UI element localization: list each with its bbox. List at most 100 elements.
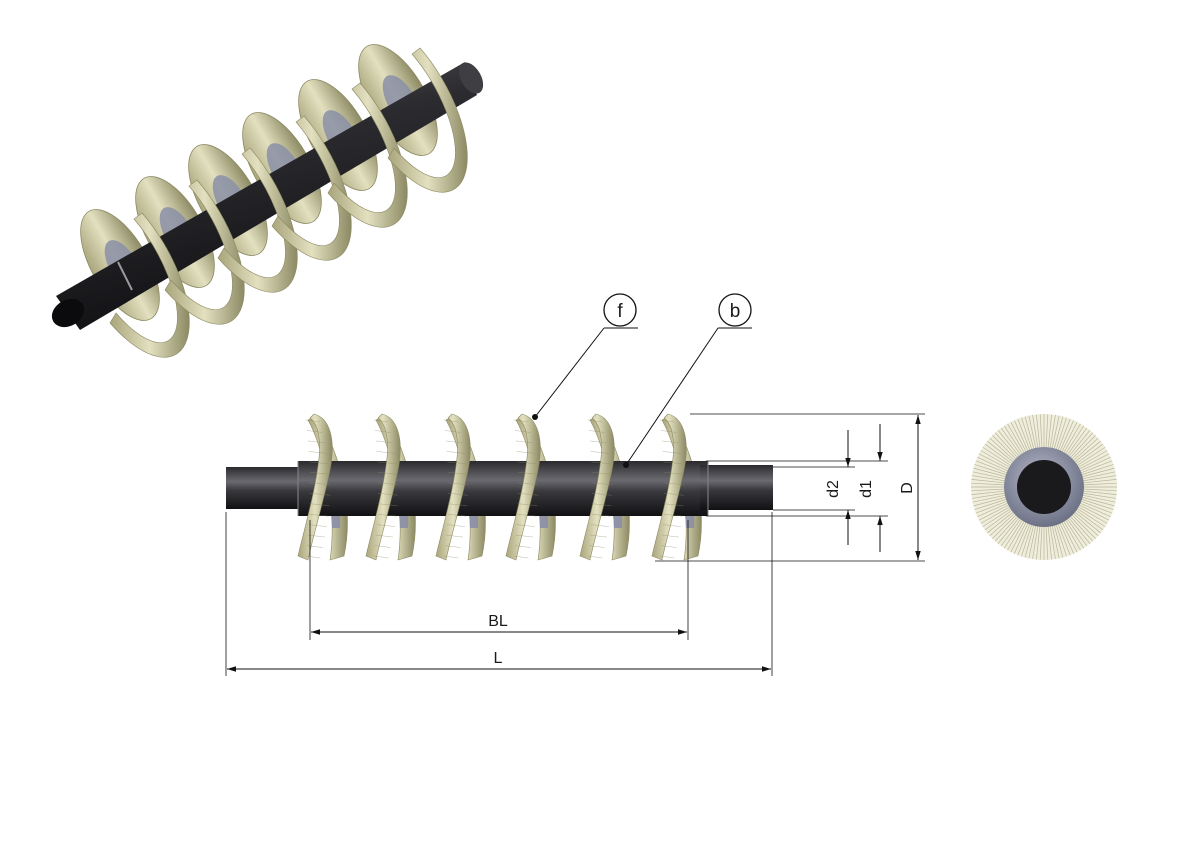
flight-hatch <box>517 461 537 465</box>
end-spoke <box>989 437 1015 461</box>
flight-hatch <box>447 482 468 486</box>
end-spoke <box>1003 520 1023 549</box>
flight-hatch <box>513 419 529 423</box>
end-spoke <box>982 508 1011 528</box>
end-spoke <box>1081 501 1113 514</box>
end-spoke <box>1017 418 1030 450</box>
end-spoke <box>971 488 1005 492</box>
flight-hatch <box>591 461 611 465</box>
end-spoke <box>1021 524 1032 557</box>
end-spoke <box>1083 488 1117 492</box>
end-spoke <box>1010 421 1027 452</box>
end-spoke <box>977 502 1008 518</box>
flight-hatch <box>589 440 607 444</box>
flight-hatch <box>376 451 395 454</box>
isometric-shaft <box>56 62 477 330</box>
flight-hatch <box>306 430 323 433</box>
end-spoke <box>1072 435 1096 459</box>
isometric-view <box>51 44 484 358</box>
flight-hatch <box>515 545 531 548</box>
end-spoke <box>978 453 1009 470</box>
flight-hatch <box>446 451 465 454</box>
end-spoke <box>1070 516 1094 542</box>
dimension-d: D <box>655 413 925 562</box>
end-spoke <box>1073 513 1099 537</box>
flight-hatch <box>589 545 605 548</box>
flight-hatch <box>375 440 393 444</box>
flight-hatch <box>517 472 538 475</box>
end-spoke <box>1083 482 1117 486</box>
end-bristle-spokes <box>971 414 1117 560</box>
flight-hatch <box>662 451 681 454</box>
end-spoke <box>1072 515 1096 539</box>
end-spoke <box>987 440 1014 463</box>
end-spoke <box>1065 425 1085 454</box>
end-spoke <box>1074 511 1101 534</box>
end-spoke <box>984 443 1012 464</box>
flight-hatch <box>516 451 535 454</box>
flight-hatch <box>663 513 683 517</box>
end-spoke <box>992 435 1016 459</box>
flight-hatch <box>591 492 612 496</box>
end-spoke <box>1083 479 1117 484</box>
end-spoke <box>1051 415 1060 448</box>
isometric-shaft-far-end <box>458 62 484 94</box>
flight-hatch <box>515 534 533 538</box>
flight-hatch <box>514 555 529 559</box>
end-spoke <box>1049 526 1056 560</box>
end-spoke <box>1024 416 1034 449</box>
l-label: L <box>494 650 503 667</box>
flight-hatch <box>377 461 397 465</box>
flight-hatch <box>377 492 398 496</box>
end-spoke <box>1081 460 1113 473</box>
end-spoke <box>1039 414 1043 448</box>
flight-hatch <box>374 555 389 559</box>
flight-hatch <box>445 534 463 538</box>
end-spoke <box>989 513 1015 537</box>
callout-f-circle <box>603 293 637 327</box>
end-spoke <box>1003 425 1023 454</box>
end-spoke <box>1056 417 1067 450</box>
d1-label: d1 <box>858 480 875 498</box>
flight-hatch <box>307 440 325 444</box>
dimension-d1: d1 <box>706 424 888 552</box>
flight-hatch <box>515 440 533 444</box>
end-spoke <box>1047 526 1052 560</box>
end-shaft <box>1017 460 1071 514</box>
flight-hatch <box>590 451 609 454</box>
end-spoke <box>1082 497 1115 507</box>
flight-hatch <box>444 430 461 433</box>
end-spoke <box>984 510 1012 531</box>
flight-hatch <box>305 419 321 423</box>
flight-hatch <box>663 503 684 506</box>
shaft-main-body <box>298 461 708 516</box>
end-spoke <box>1024 525 1034 558</box>
flight-hatch <box>376 524 395 527</box>
flight-hatch <box>306 555 321 559</box>
flight-hatch <box>444 555 459 559</box>
end-spoke <box>1067 519 1088 547</box>
callout-f-label: f <box>617 301 623 322</box>
end-spoke <box>1028 526 1037 559</box>
end-spoke <box>1013 523 1029 554</box>
end-spoke <box>971 490 1005 495</box>
end-spoke <box>974 499 1007 510</box>
end-spoke <box>972 494 1005 503</box>
end-spoke <box>1078 450 1108 468</box>
end-spoke <box>1082 467 1115 477</box>
dimension-bl: BL <box>309 520 689 640</box>
end-spoke <box>1073 437 1099 461</box>
callout-f: f <box>532 293 638 420</box>
end-spoke <box>1067 427 1088 455</box>
end-spoke <box>980 450 1010 468</box>
end-spoke <box>971 482 1005 486</box>
flight-hatch <box>377 482 398 486</box>
end-spoke <box>1028 415 1037 448</box>
flight-hatch <box>447 492 468 496</box>
flight-hatch <box>309 461 329 465</box>
end-spoke <box>1079 453 1110 470</box>
end-spoke <box>1059 523 1075 554</box>
end-spoke <box>1083 494 1116 503</box>
end-spoke <box>1039 526 1043 560</box>
flight-hatch <box>517 503 538 506</box>
